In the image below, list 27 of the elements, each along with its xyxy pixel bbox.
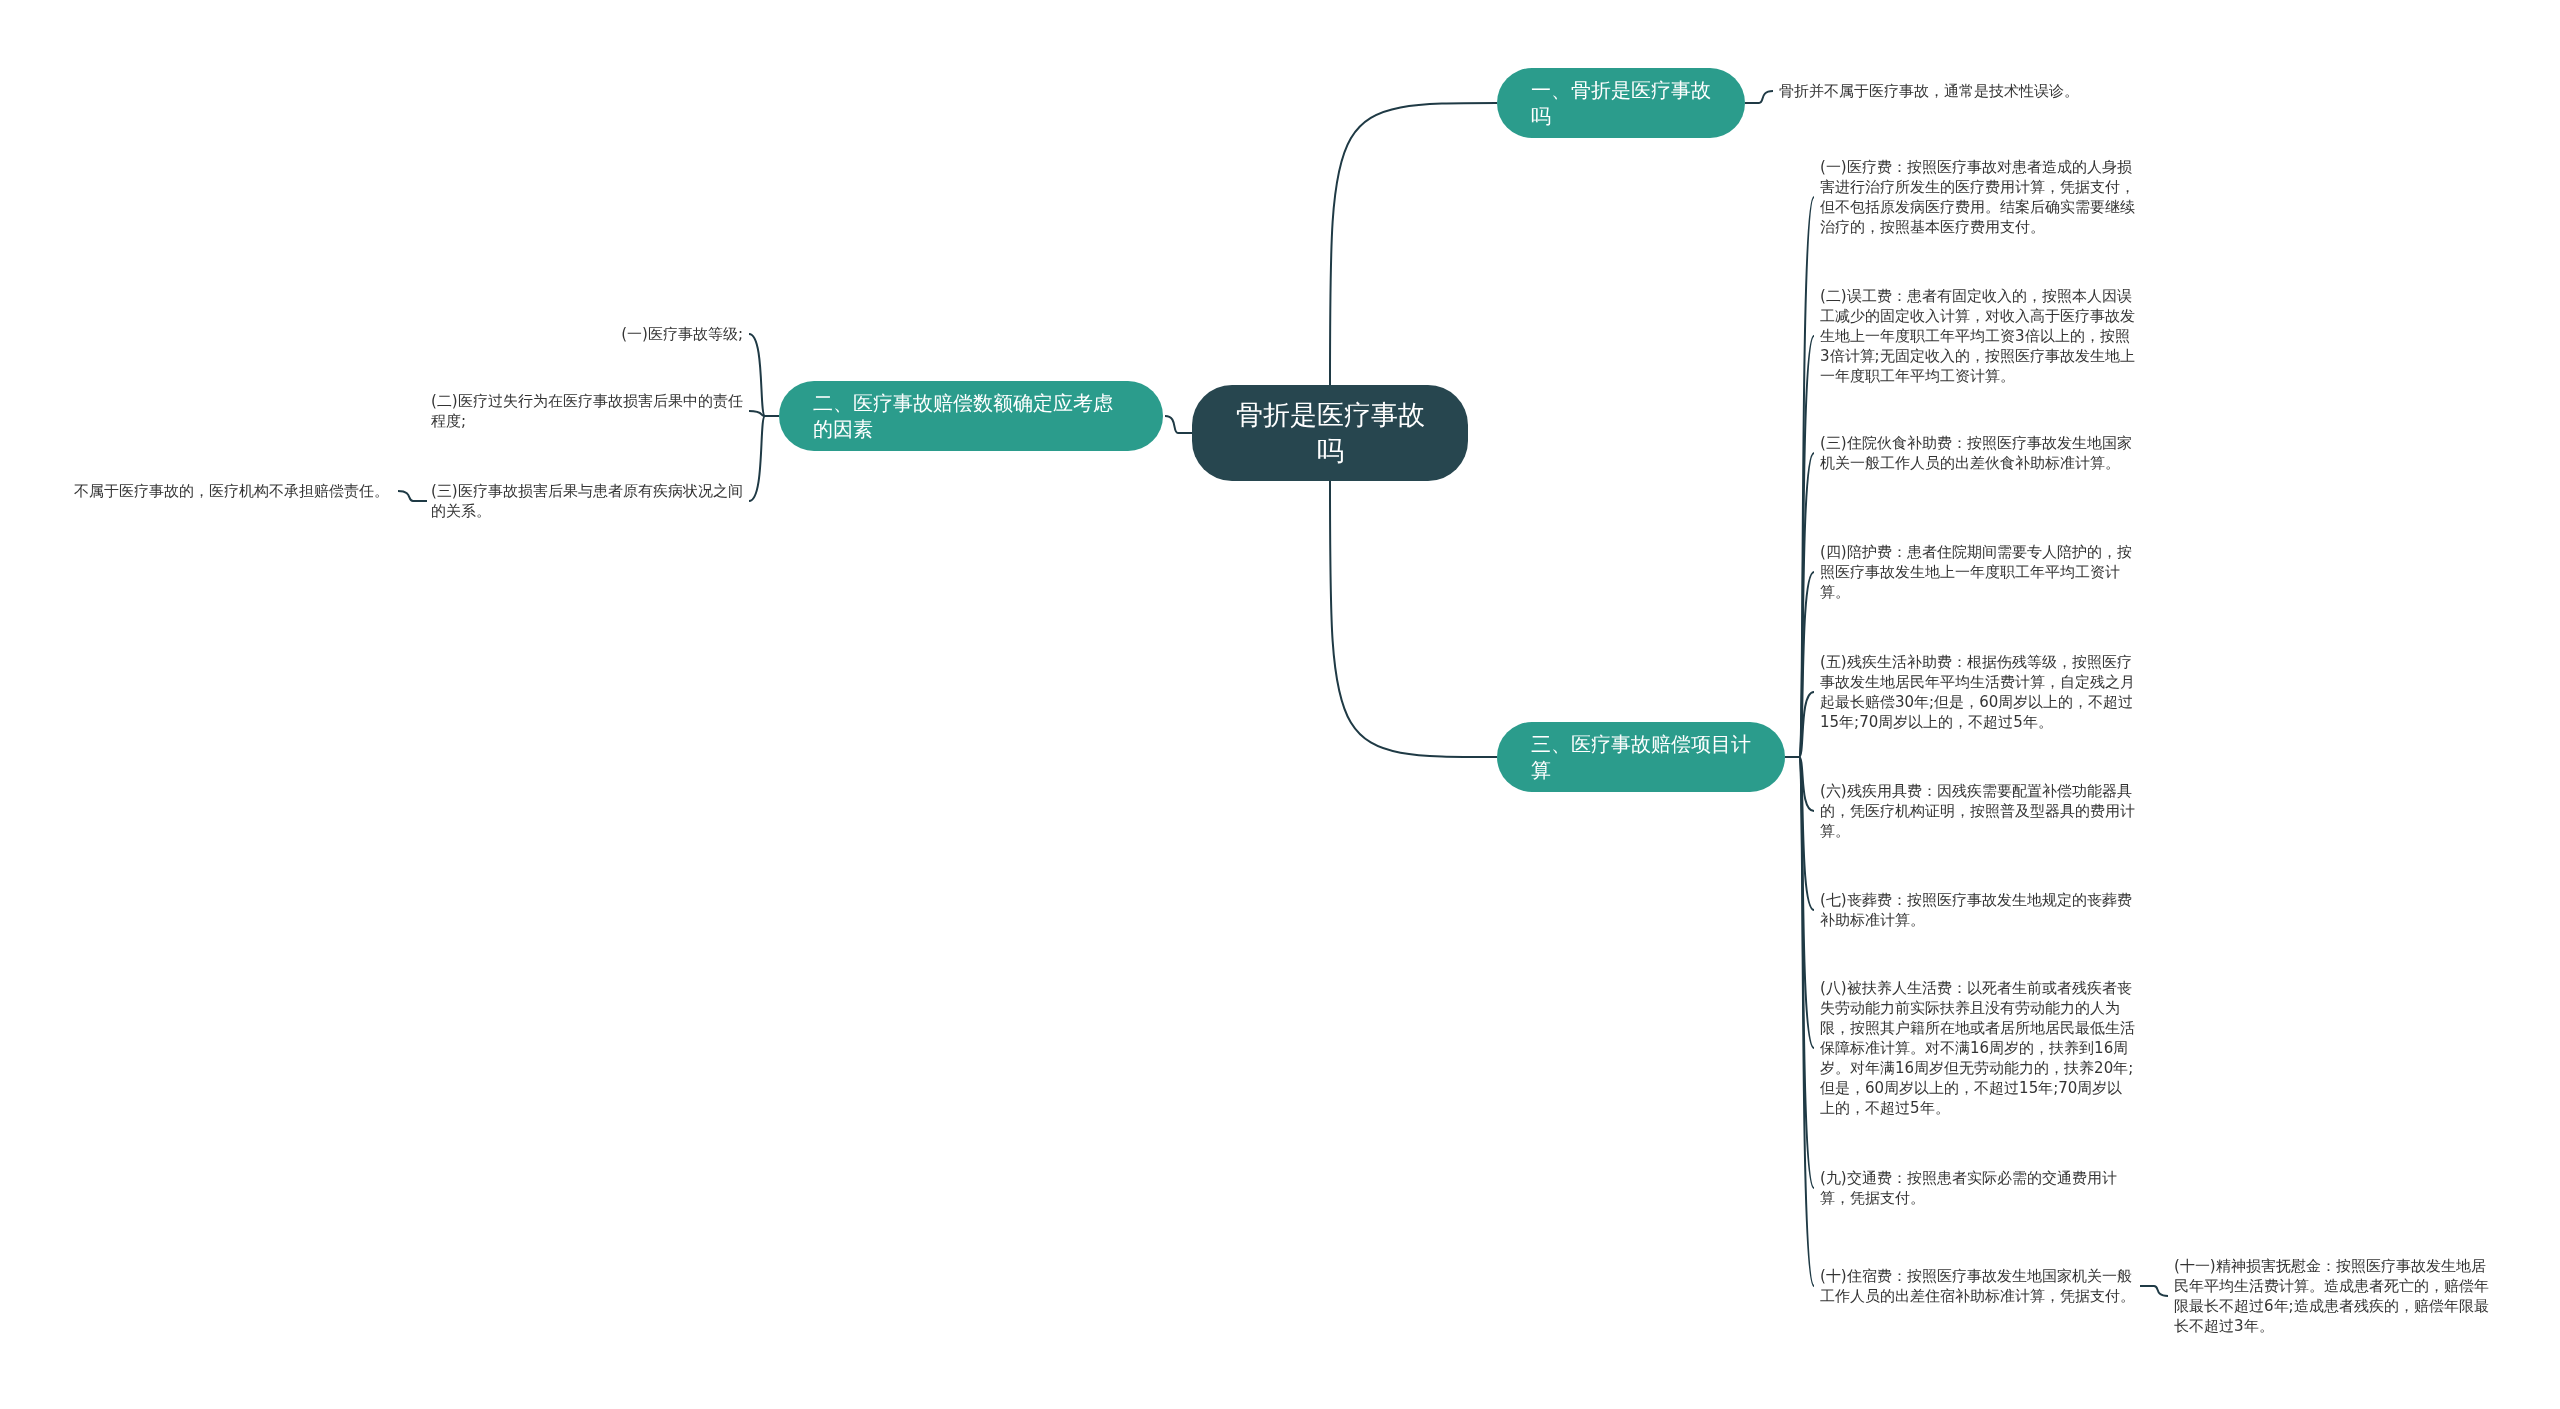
topic-text: (一)医疗费：按照医疗事故对患者造成的人身损害进行治疗所发生的医疗费用计算，凭据支付，但不包括原发病医疗费用。结案后确实需要继续治疗的，按照基本医疗费用支付。 [1816,155,2140,239]
connector [1329,480,1498,758]
topic-text: (十)住宿费：按照医疗事故发生地国家机关一般工作人员的出差住宿补助标准计算，凭据支付。 [1816,1264,2140,1308]
branch-topic: 三、医疗事故赔偿项目计算 [1497,722,1785,792]
topic-text: (四)陪护费：患者住院期间需要专人陪护的，按照医疗事故发生地上一年度职工年平均工资计算。 [1816,540,2140,604]
topic-text: (七)丧葬费：按照医疗事故发生地规定的丧葬费补助标准计算。 [1816,888,2140,932]
topic-text: (二)医疗过失行为在医疗事故损害后果中的责任程度; [427,389,747,433]
connector [748,415,780,502]
topic-text: (六)残疾用具费：因残疾需要配置补偿功能器具的，凭医疗机构证明，按照普及型器具的费用计算。 [1816,779,2140,843]
connector [2139,1285,2169,1297]
connector [397,490,428,502]
branch-topic: 一、骨折是医疗事故吗 [1497,68,1745,138]
connector [1744,90,1774,104]
topic-text: (十一)精神损害抚慰金：按照医疗事故发生地居民年平均生活费计算。造成患者死亡的，赔偿年限最长不超过6年;造成患者残疾的，赔偿年限最长不超过3年。 [2170,1254,2494,1338]
topic-text: (一)医疗事故等级; [617,322,747,346]
connector [1329,102,1498,386]
topic-text: (二)误工费：患者有固定收入的，按照本人因误工减少的固定收入计算，对收入高于医疗事故发生地上一年度职工年平均工资3倍以上的，按照3倍计算;无固定收入的，按照医疗事故发生地上一年度职工年平均工资计算。 [1816,284,2140,388]
topic-text: (九)交通费：按照患者实际必需的交通费用计算，凭据支付。 [1816,1166,2140,1210]
branch-topic: 二、医疗事故赔偿数额确定应考虑的因素 [779,381,1163,451]
connector [1164,415,1193,434]
central-topic: 骨折是医疗事故吗 [1192,385,1468,481]
topic-text: (八)被扶养人生活费：以死者生前或者残疾者丧失劳动能力前实际扶养且没有劳动能力的人为限，按照其户籍所在地或者居所地居民最低生活保障标准计算。对不满16周岁的，扶养到16周岁。对年满16周岁但无劳动能力的，扶养20年;但是，60周岁以上的，不超过15年;70周岁以上的，不超过5年。 [1816,976,2140,1120]
topic-text: (五)残疾生活补助费：根据伤残等级，按照医疗事故发生地居民年平均生活费计算，自定残之月起最长赔偿30年;但是，60周岁以上的，不超过15年;70周岁以上的，不超过5年。 [1816,650,2140,734]
topic-text: 骨折并不属于医疗事故，通常是技术性误诊。 [1775,79,2195,103]
topic-text: (三)医疗事故损害后果与患者原有疾病状况之间的关系。 [427,479,747,523]
topic-text: 不属于医疗事故的，医疗机构不承担赔偿责任。 [70,479,396,503]
topic-text: (三)住院伙食补助费：按照医疗事故发生地国家机关一般工作人员的出差伙食补助标准计算。 [1816,431,2140,475]
